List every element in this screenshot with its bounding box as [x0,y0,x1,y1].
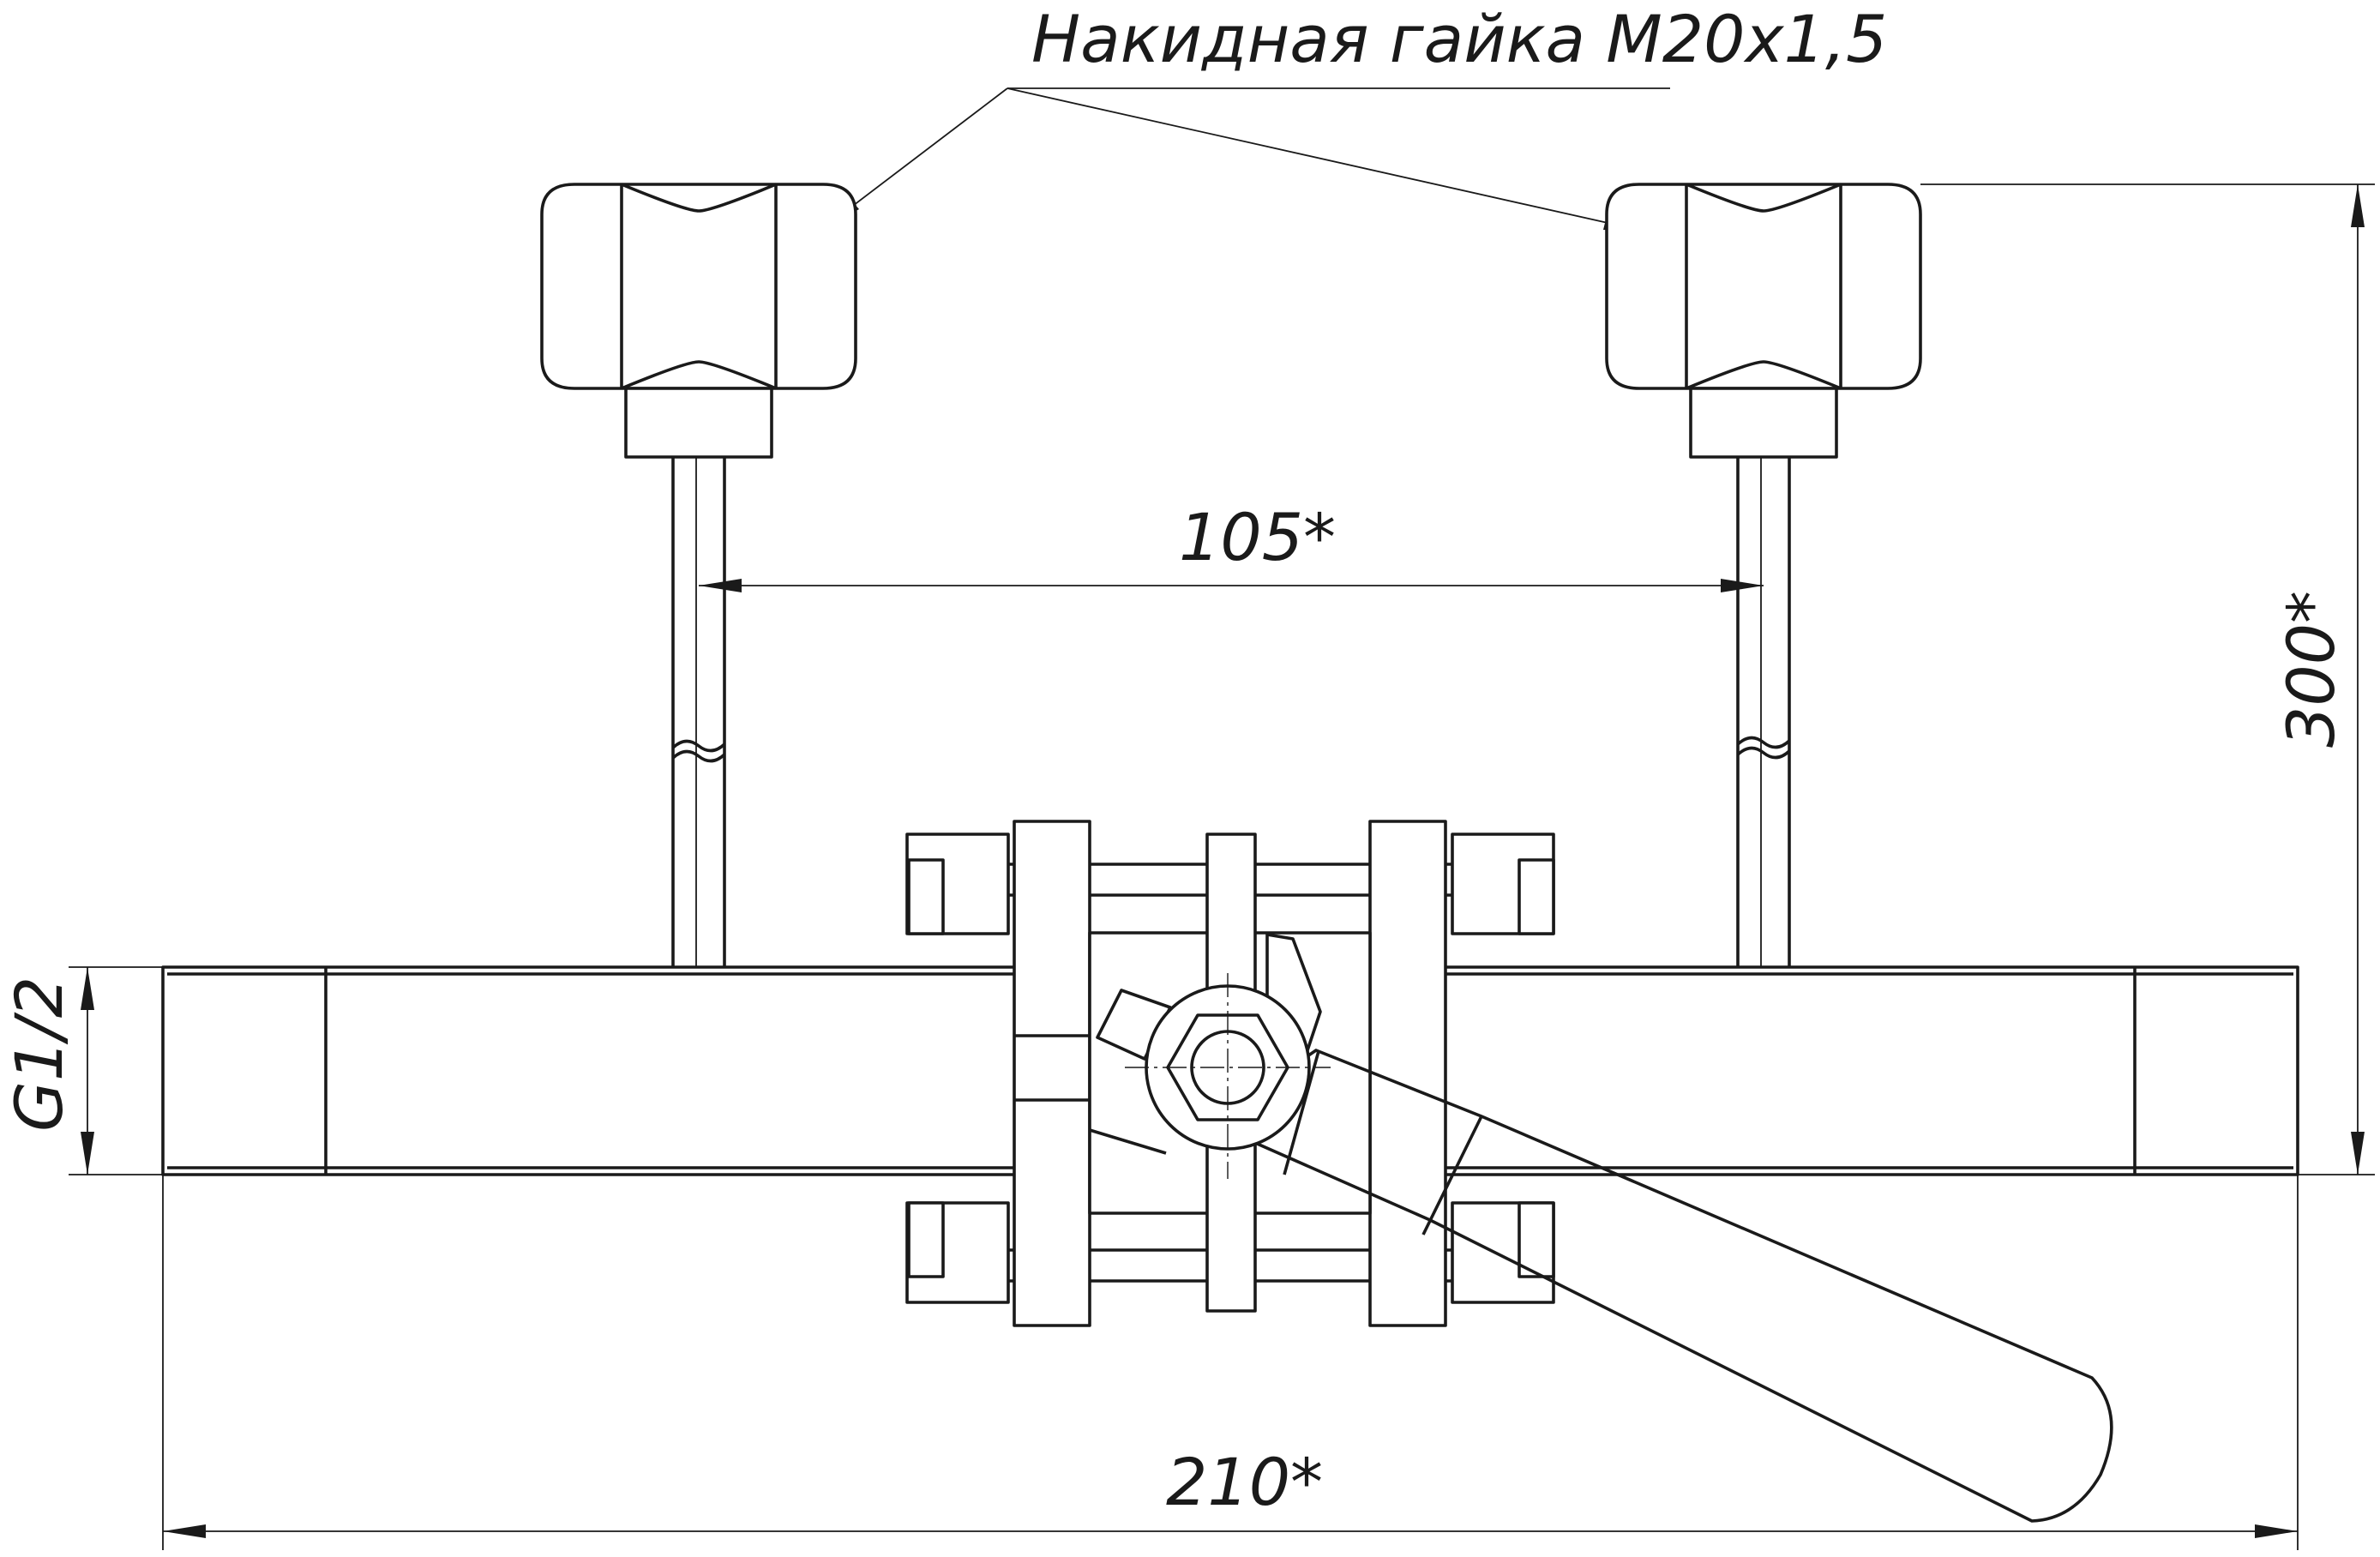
dimension-height-label: 300* [2273,591,2349,748]
dimension-center-distance-label: 105* [1179,499,1336,575]
right-union-nut [1605,183,1922,459]
dimension-length: 210* [162,1175,2299,1550]
dimension-thread: G1/2 [1,966,163,1175]
left-impulse-tube [671,457,726,967]
dimension-center-distance: 105* [699,499,1764,592]
left-union-nut [540,183,857,459]
dimension-height: 300* [1920,183,2375,1175]
nut-callout-label: Накидная гайка М20x1,5 [1031,1,1887,77]
dimension-length-label: 210* [1166,1444,1323,1520]
valve-handle [1096,973,2113,1523]
dimension-thread-label: G1/2 [1,977,77,1132]
right-impulse-tube [1736,457,1791,967]
